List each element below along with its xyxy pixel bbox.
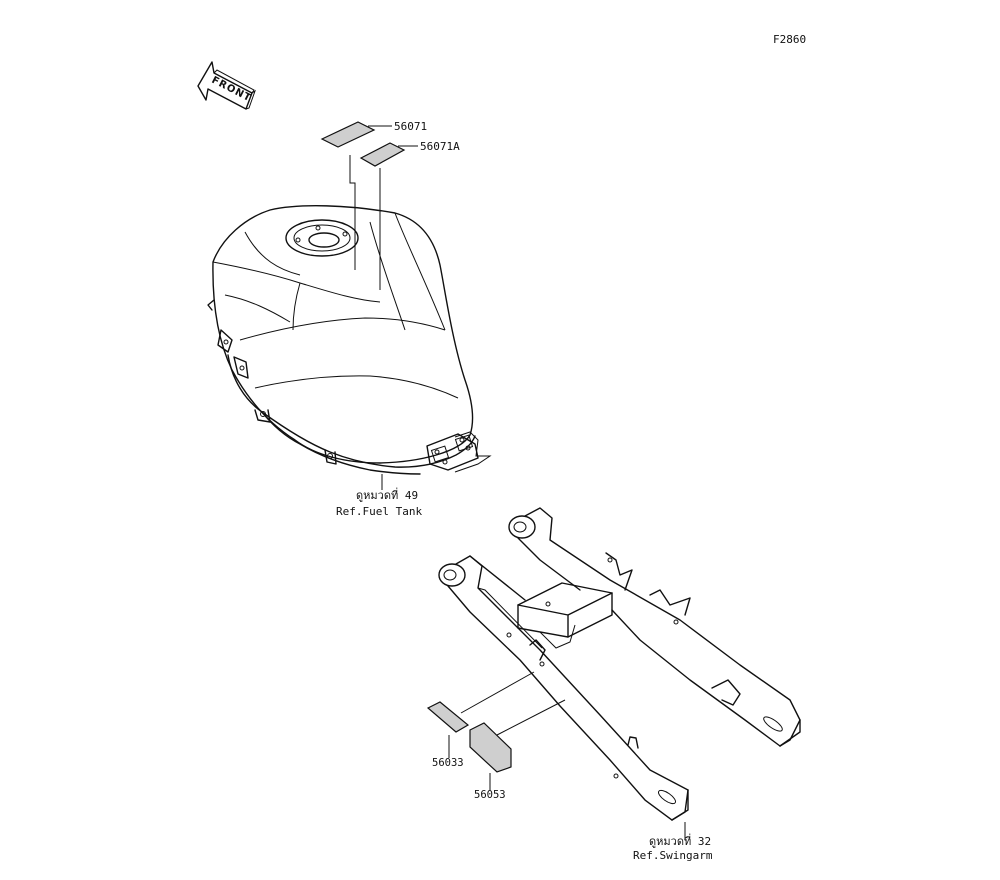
ref-swingarm-en: Ref.Swingarm xyxy=(633,849,713,862)
fuel-tank xyxy=(207,205,492,490)
figure-code: F2860 xyxy=(773,33,806,46)
label-56071a[interactable]: 56071A xyxy=(359,140,460,290)
ref-fuel-tank-thai: ดูหมวดที่ 49 xyxy=(356,487,418,502)
part-number-56053: 56053 xyxy=(474,789,506,801)
front-arrow-icon: FRONT xyxy=(197,61,256,110)
label-56033[interactable]: 56033 xyxy=(426,701,470,769)
swingarm xyxy=(438,507,801,840)
part-number-56033: 56033 xyxy=(432,757,464,769)
ref-swingarm-thai: ดูหมวดที่ 32 xyxy=(649,833,711,848)
part-number-56071a: 56071A xyxy=(420,140,460,153)
label-56071[interactable]: 56071 xyxy=(320,120,427,270)
label-56053[interactable]: 56053 xyxy=(469,722,512,801)
part-number-56071: 56071 xyxy=(394,120,427,133)
ref-fuel-tank-en: Ref.Fuel Tank xyxy=(336,505,422,518)
